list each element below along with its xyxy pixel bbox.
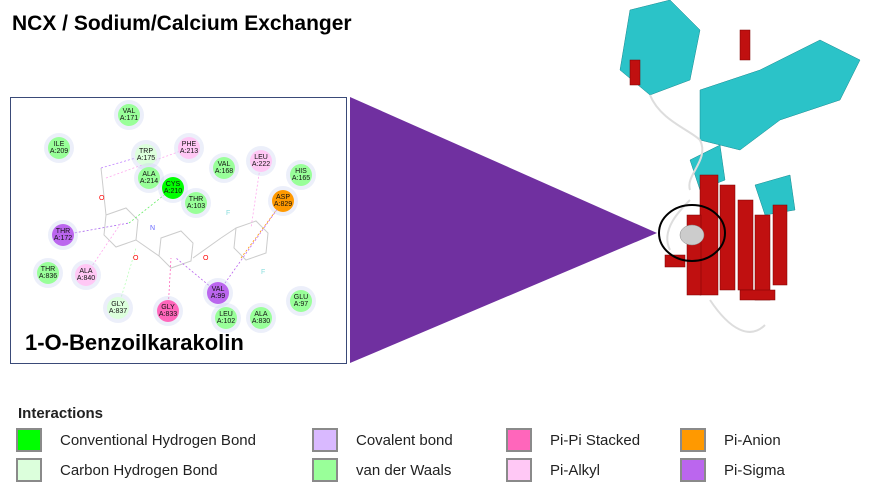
residue-id: A:209 — [49, 148, 69, 155]
residue-name: ALA — [79, 268, 93, 275]
svg-text:F: F — [261, 269, 265, 276]
legend-item-carbon_hb: Carbon Hydrogen Bond — [16, 458, 218, 482]
legend-item-covalent: Covalent bond — [312, 428, 453, 452]
residue-id: A:102 — [216, 318, 236, 325]
legend-label: Pi-Alkyl — [550, 461, 601, 479]
residue-name: GLY — [111, 301, 125, 308]
residue-id: A:210 — [163, 188, 183, 195]
residue-name: HIS — [295, 168, 307, 175]
residue-name: CYS — [165, 181, 181, 188]
residue-name: THR — [40, 266, 56, 273]
legend-swatch — [506, 428, 532, 452]
legend-item-pi_pi: Pi-Pi Stacked — [506, 428, 640, 452]
legend-label: Conventional Hydrogen Bond — [60, 431, 256, 449]
residue-name: GLY — [161, 304, 175, 311]
residue-name: LEU — [254, 154, 268, 161]
residue-id: A:829 — [273, 201, 293, 208]
protein-structure — [619, 0, 861, 333]
legend-label: van der Waals — [356, 461, 452, 479]
residue-id: A:840 — [76, 275, 96, 282]
legend-swatch — [16, 458, 42, 482]
residue-name: GLU — [293, 294, 309, 301]
legend-swatch — [680, 458, 706, 482]
legend-label: Pi-Anion — [724, 431, 781, 449]
svg-text:O: O — [99, 195, 105, 202]
residue-name: TRP — [139, 148, 153, 155]
residue-id: A:165 — [291, 175, 311, 182]
svg-text:N: N — [150, 225, 155, 232]
svg-text:O: O — [203, 255, 209, 262]
residue-name: VAL — [211, 286, 225, 293]
residue-id: A:103 — [186, 203, 206, 210]
residue-id: A:97 — [293, 301, 309, 308]
legend-label: Pi-Sigma — [724, 461, 785, 479]
residue-id: A:168 — [214, 168, 234, 175]
svg-text:O: O — [133, 255, 139, 262]
residue-id: A:222 — [251, 161, 271, 168]
residue-name: THR — [55, 228, 71, 235]
legend-item-pi_sigma: Pi-Sigma — [680, 458, 785, 482]
residue-name: LEU — [219, 311, 233, 318]
svg-text:F: F — [226, 210, 230, 217]
figure-title: NCX / Sodium/Calcium Exchanger — [12, 12, 352, 35]
residue-id: A:830 — [251, 318, 271, 325]
residue-name: ALA — [254, 311, 268, 318]
legend-swatch — [312, 428, 338, 452]
legend-swatch — [16, 428, 42, 452]
residue-id: A:836 — [38, 273, 58, 280]
residue-name: VAL — [122, 108, 136, 115]
legend-item-vdw: van der Waals — [312, 458, 451, 482]
legend-item-conventional_hb: Conventional Hydrogen Bond — [16, 428, 256, 452]
residue-name: ASP — [275, 194, 290, 201]
residue-id: A:837 — [108, 308, 128, 315]
residue-name: PHE — [181, 141, 197, 148]
legend-item-pi_anion: Pi-Anion — [680, 428, 781, 452]
residue-id: A:175 — [136, 155, 156, 162]
ligand-name: 1-O-Benzoilkarakolin — [25, 330, 244, 355]
legend-label: Covalent bond — [356, 431, 453, 449]
residue-name: VAL — [217, 161, 231, 168]
legend-title: Interactions — [18, 405, 104, 422]
residue-id: A:214 — [139, 178, 159, 185]
residue-id: A:833 — [158, 311, 178, 318]
residue-name: THR — [188, 196, 204, 203]
residue-id: A:213 — [179, 148, 199, 155]
residue-id: A:171 — [119, 115, 139, 122]
legend-swatch — [506, 458, 532, 482]
legend-swatch — [312, 458, 338, 482]
legend-label: Carbon Hydrogen Bond — [60, 461, 218, 479]
residue-name: ILE — [53, 141, 65, 148]
legend-swatch — [680, 428, 706, 452]
residue-name: ALA — [142, 171, 156, 178]
residue-id: A:172 — [53, 235, 73, 242]
legend-label: Pi-Pi Stacked — [550, 431, 641, 449]
legend-item-pi_alkyl: Pi-Alkyl — [506, 458, 600, 482]
residue-id: A:99 — [210, 293, 226, 300]
